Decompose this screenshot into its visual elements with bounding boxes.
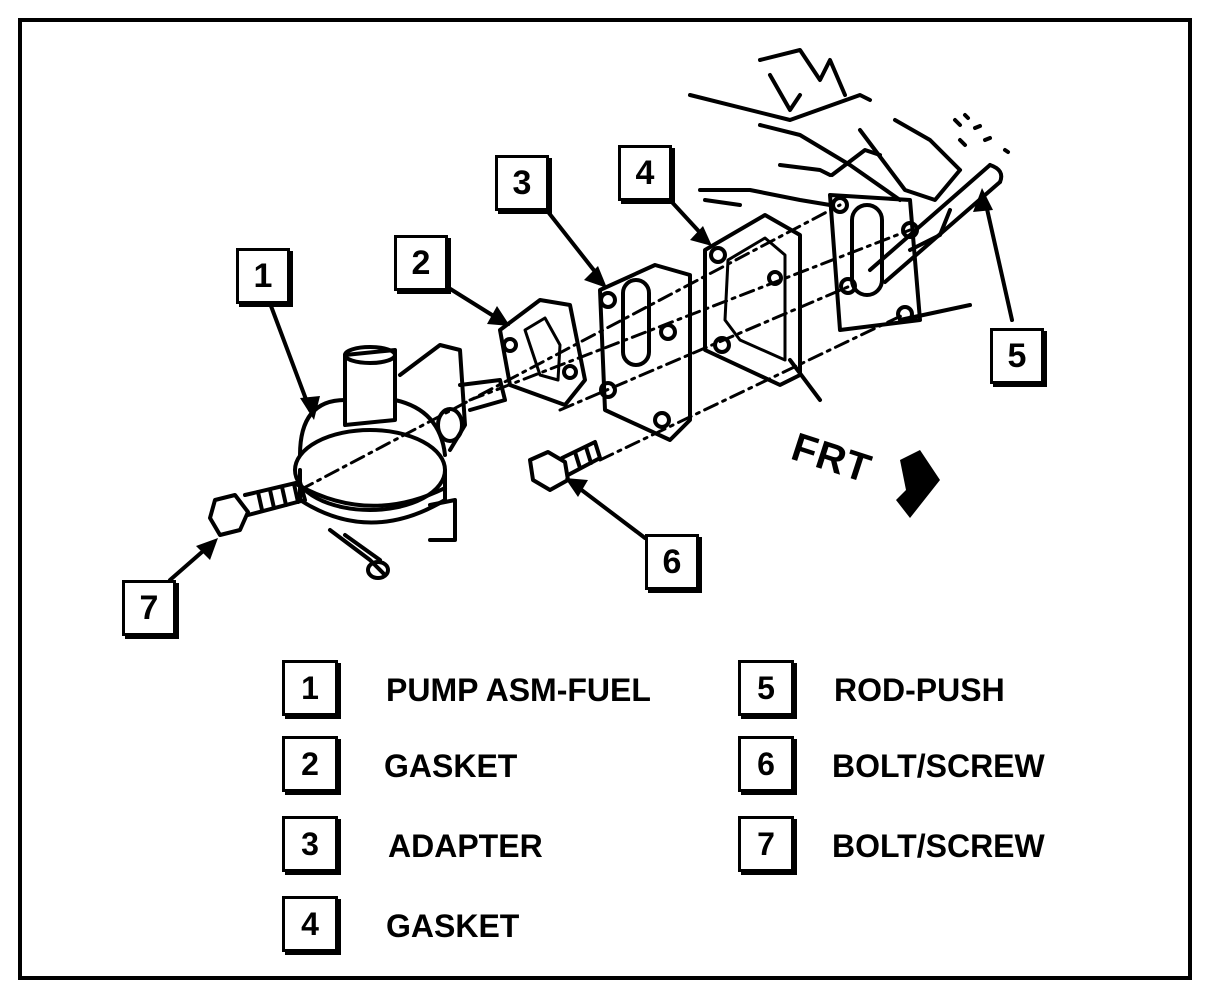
diagram-frame xyxy=(18,18,1192,980)
arrow-heads xyxy=(196,188,993,560)
legend-label-4: GASKET xyxy=(386,908,520,944)
legend-label-5: ROD-PUSH xyxy=(834,672,1005,708)
fuel-pump-drawing xyxy=(293,343,507,580)
pump-gasket-drawing xyxy=(498,298,587,407)
legend-label-3: ADAPTER xyxy=(388,828,543,864)
callout-6: 6 xyxy=(645,534,699,590)
engine-block-drawing xyxy=(688,48,972,402)
bolt-6-drawing xyxy=(528,440,602,492)
legend-number-1: 1 xyxy=(282,660,338,716)
legend-label-2: GASKET xyxy=(384,748,518,784)
legend-number-2: 2 xyxy=(282,736,338,792)
legend-label-1: PUMP ASM-FUEL xyxy=(386,672,651,708)
legend-number-4: 4 xyxy=(282,896,338,952)
bolt-7-drawing xyxy=(208,480,307,537)
callout-1: 1 xyxy=(236,248,290,304)
engine-gasket-drawing xyxy=(703,213,802,387)
callout-7: 7 xyxy=(122,580,176,636)
legend-label-7: BOLT/SCREW xyxy=(832,828,1045,864)
callout-3: 3 xyxy=(495,155,549,211)
legend-number-3: 3 xyxy=(282,816,338,872)
callout-2: 2 xyxy=(394,235,448,291)
front-direction-arrow xyxy=(896,450,940,518)
legend-number-6: 6 xyxy=(738,736,794,792)
legend-label-6: BOLT/SCREW xyxy=(832,748,1045,784)
legend-number-5: 5 xyxy=(738,660,794,716)
legend-number-7: 7 xyxy=(738,816,794,872)
callout-4: 4 xyxy=(618,145,672,201)
alignment-lines xyxy=(298,203,912,492)
adapter-drawing xyxy=(598,263,692,442)
callout-5: 5 xyxy=(990,328,1044,384)
